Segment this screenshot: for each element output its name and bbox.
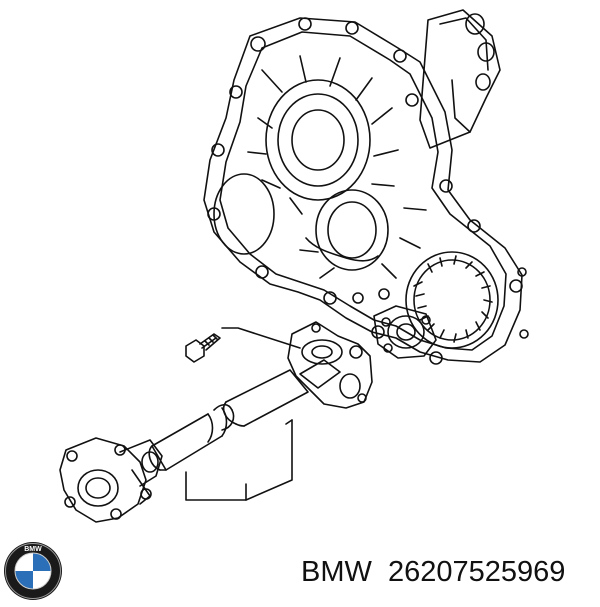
leader-lines — [185, 327, 301, 501]
transfer-case-housing — [203, 9, 529, 365]
front-universal-joint — [287, 321, 373, 409]
drive-shaft — [148, 369, 309, 471]
svg-text:BMW: BMW — [24, 546, 42, 553]
part-caption: BMW 26207525969 — [301, 552, 565, 592]
bolt — [185, 333, 221, 363]
brand-name: BMW — [301, 556, 372, 588]
rear-universal-joint — [59, 437, 163, 523]
part-number: 26207525969 — [387, 556, 566, 588]
bmw-logo: BMW — [2, 540, 64, 602]
